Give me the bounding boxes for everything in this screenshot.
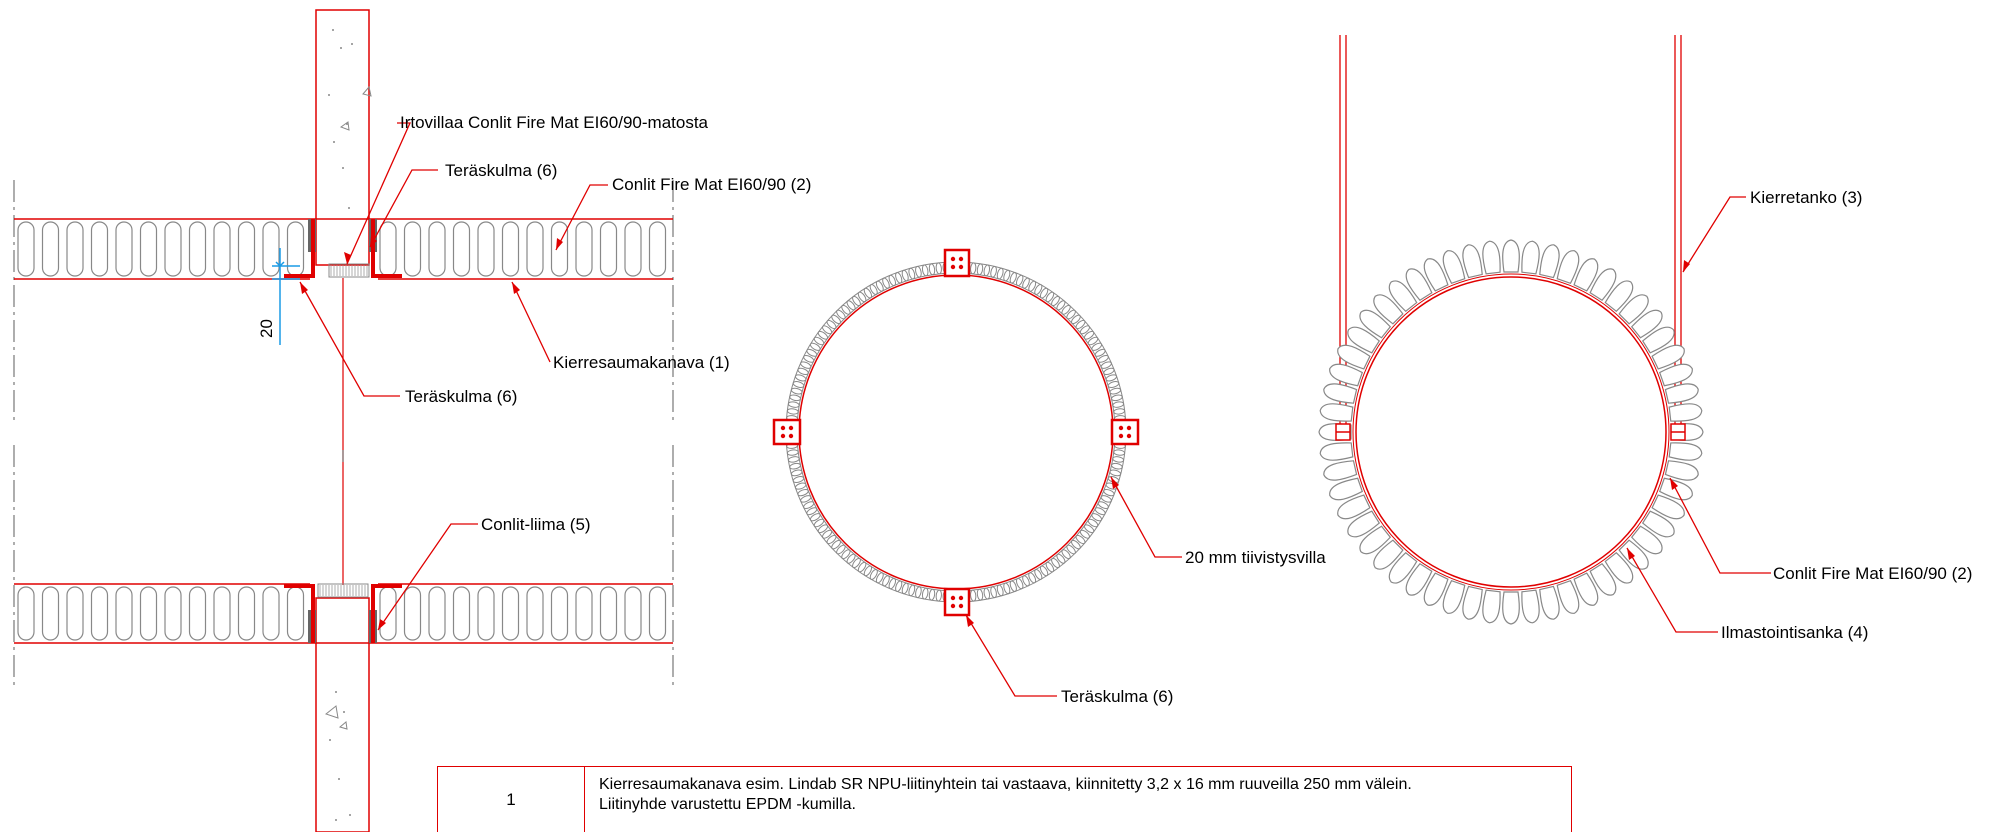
legend-description-line-2: Liitinyhde varustettu EPDM -kumilla. [599, 796, 856, 813]
label-irtovillaa: Irtovillaa Conlit Fire Mat EI60/90-matos… [400, 113, 709, 132]
section-view: 20 Irtovillaa Conlit Fire Mat EI60/90-ma… [13, 9, 811, 832]
legend-description-line-1: Kierresaumakanava esim. Lindab SR NPU-li… [599, 776, 1412, 793]
insulation-wool-bottom-right [379, 586, 667, 641]
steel-angle-right [1110, 418, 1140, 446]
steel-angle-left [772, 418, 802, 446]
duct-top [14, 218, 673, 280]
duct-section-sealing: 20 mm tiivistysvilla Teräskulma (6) [772, 248, 1326, 706]
label-tiivistysvilla: 20 mm tiivistysvilla [1185, 548, 1326, 567]
insulation-wool-bottom-left [17, 586, 305, 641]
dimension-label: 20 [257, 319, 276, 338]
insulation-wool-top-left [17, 221, 305, 277]
concrete-aggregate-dots [328, 29, 353, 821]
steel-angle-top [943, 248, 971, 278]
concrete-aggregate-triangles [324, 85, 372, 730]
label-ilmastointisanka: Ilmastointisanka (4) [1721, 623, 1868, 642]
label-kierresaumakanava: Kierresaumakanava (1) [553, 353, 730, 372]
legend-row-description: Kierresaumakanava esim. Lindab SR NPU-li… [585, 767, 1426, 832]
concrete-wall [315, 9, 372, 832]
steel-angle-bottom [943, 587, 971, 617]
label-kierretanko: Kierretanko (3) [1750, 188, 1862, 207]
label-teraskulma-mid: Teräskulma (6) [1061, 687, 1173, 706]
dimension-20 [272, 248, 300, 345]
label-conlit-fire-mat-section: Conlit Fire Mat EI60/90 (2) [612, 175, 811, 194]
label-conlit-fire-mat-right: Conlit Fire Mat EI60/90 (2) [1773, 564, 1972, 583]
ventilation-clamp [1352, 273, 1670, 591]
label-conlit-liima: Conlit-liima (5) [481, 515, 591, 534]
duct-circle [1355, 276, 1667, 588]
fire-mat-wool-ring [1318, 239, 1704, 625]
label-teraskulma-lower: Teräskulma (6) [405, 387, 517, 406]
insulation-wool-top-right [379, 221, 667, 277]
section-boundary-lines [13, 180, 674, 685]
duct-section-suspended: Kierretanko (3) Conlit Fire Mat EI60/90 … [1318, 35, 1972, 642]
duct-inner-circle [798, 274, 1114, 590]
legend-table: 1 Kierresaumakanava esim. Lindab SR NPU-… [437, 766, 1572, 832]
leaders-left [299, 122, 608, 631]
label-teraskulma-upper: Teräskulma (6) [445, 161, 557, 180]
sealing-wool-ring [785, 261, 1127, 603]
clamp-bolts [1335, 423, 1686, 441]
duct-bottom [14, 583, 673, 644]
legend-row-number: 1 [438, 767, 585, 832]
leader-arrows [300, 236, 563, 630]
